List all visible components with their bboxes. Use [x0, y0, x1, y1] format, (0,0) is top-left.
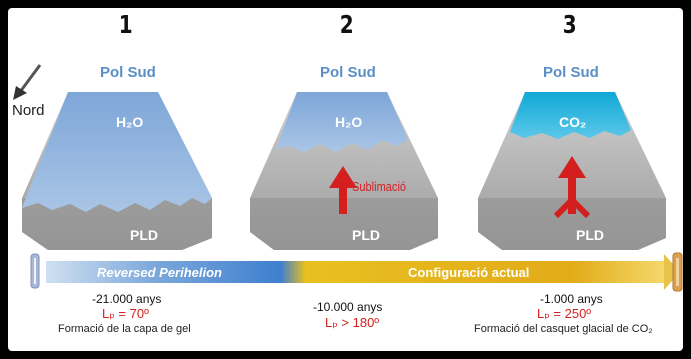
- stage-2-pole-label: Pol Sud: [320, 64, 376, 81]
- stage-1-ice-label: H₂O: [116, 114, 144, 130]
- stage-1-number: 1: [118, 10, 133, 39]
- event-3-description: Formació del casquet glacial de CO₂: [474, 323, 653, 335]
- sublimation-arrow-icon: [329, 166, 357, 214]
- event-1-description: Formació de la capa de gel: [58, 323, 191, 335]
- north-label: Nord: [12, 102, 45, 119]
- timeline-bar: [46, 254, 680, 290]
- timeline-right-label: Configuració actual: [408, 265, 530, 280]
- event-2-lp: Lₚ > 180º: [325, 315, 380, 330]
- event-1-lp: Lₚ = 70º: [102, 306, 149, 321]
- stage-2-base-label: PLD: [352, 227, 380, 243]
- stage-1-pole-label: Pol Sud: [100, 64, 156, 81]
- left-marker-icon: [30, 253, 40, 289]
- stage-2-number: 2: [339, 10, 354, 39]
- stage-3-base-label: PLD: [576, 227, 604, 243]
- stage-3-ice-label: CO₂: [559, 114, 587, 130]
- stage-3-pole-label: Pol Sud: [543, 64, 599, 81]
- stage-3-number: 3: [562, 10, 577, 39]
- event-1-years: -21.000 anys: [92, 292, 162, 306]
- stage-2-ice-label: H₂O: [335, 114, 363, 130]
- stage-1-cone: [22, 92, 212, 250]
- right-marker-icon: [672, 252, 683, 292]
- north-arrow-icon: [13, 64, 42, 100]
- event-3-years: -1.000 anys: [540, 292, 603, 306]
- timeline-left-label: Reversed Perihelion: [97, 265, 222, 280]
- sublimation-label: Sublimació: [352, 179, 407, 194]
- event-2-years: -10.000 anys: [313, 300, 383, 314]
- event-3-lp: Lₚ = 250º: [537, 306, 592, 321]
- co2-deposition-arrows-icon: [553, 156, 591, 219]
- stage-1-base-label: PLD: [130, 227, 158, 243]
